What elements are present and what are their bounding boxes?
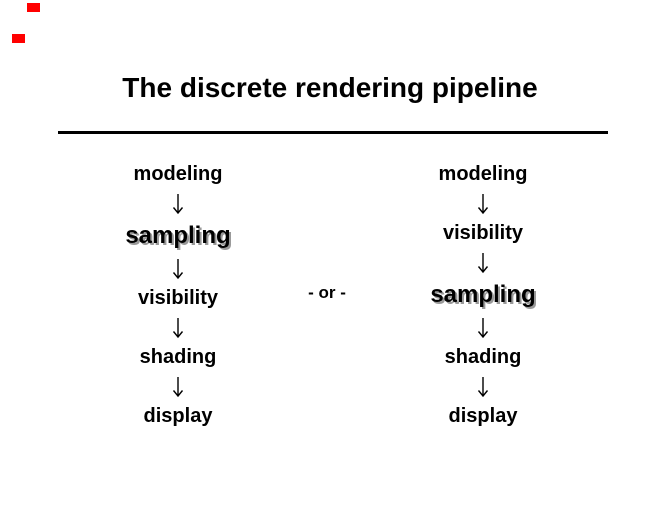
pipeline-stage-emphasized: sampling [430, 281, 536, 308]
down-arrow-icon [170, 192, 186, 216]
red-square-decoration-top [27, 3, 40, 12]
down-arrow-icon [475, 375, 491, 399]
down-arrow-icon [170, 316, 186, 340]
or-separator-label: - or - [308, 283, 346, 302]
page-title: The discrete rendering pipeline [122, 72, 538, 103]
pipeline-left: modeling sampling visibility shading dis… [98, 162, 258, 428]
pipeline-stage: shading [444, 346, 522, 368]
pipeline-right: modeling visibility sampling shading dis… [403, 162, 563, 428]
red-square-decoration-lower [12, 34, 25, 43]
down-arrow-icon [170, 257, 186, 281]
pipeline-stage: modeling [133, 163, 223, 185]
pipeline-stage: modeling [438, 163, 528, 185]
down-arrow-icon [475, 316, 491, 340]
pipeline-stage: visibility [137, 287, 219, 309]
pipeline-stage: visibility [442, 222, 524, 244]
down-arrow-icon [170, 375, 186, 399]
pipeline-stage: display [143, 405, 213, 427]
pipeline-stage: display [448, 405, 518, 427]
pipeline-stage-emphasized: sampling [125, 222, 231, 249]
down-arrow-icon [475, 251, 491, 275]
title-divider-line [58, 131, 608, 134]
down-arrow-icon [475, 192, 491, 216]
pipeline-stage: shading [139, 346, 217, 368]
